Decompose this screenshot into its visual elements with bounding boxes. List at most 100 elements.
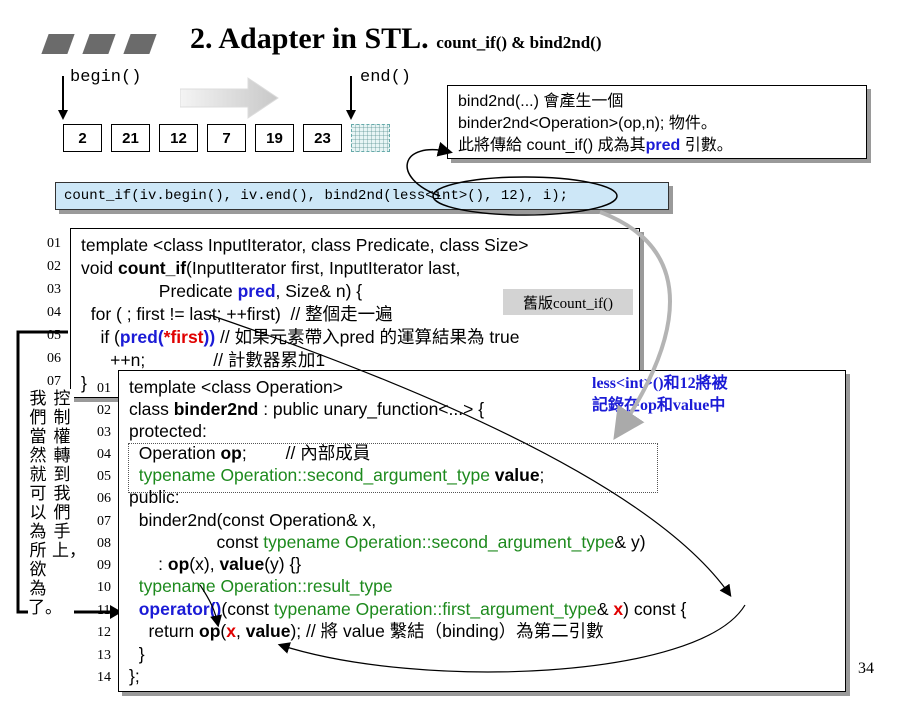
array-cell: 19 (255, 124, 294, 152)
code-token-type: typename Operation::first_argument_type (273, 599, 597, 619)
code-token: : public unary_function<...> { (258, 399, 485, 419)
code-token-function: count_if (117, 258, 187, 278)
code-token-paren: )) (203, 327, 216, 347)
binder-line-5: typename Operation::second_argument_type… (129, 464, 545, 487)
code-token: (InputIterator first, InputIterator last… (186, 258, 461, 278)
count-if-line-1: template <class InputIterator, class Pre… (81, 235, 529, 255)
code-token: class (129, 399, 174, 419)
side-note-line1: less<int>()和12將被 (592, 375, 728, 392)
old-version-tag: 舊版count_if() (503, 289, 633, 315)
member-highlight-box (128, 443, 658, 493)
line-number: 02 (97, 403, 111, 418)
code-token-type: typename Operation::second_argument_type (263, 532, 615, 552)
array-cell: 12 (159, 124, 198, 152)
note-line3-before: 此將傳給 count_if() 成為其 (458, 137, 646, 154)
code-token-type: typename Operation::second_argument_type (129, 465, 495, 485)
code-token: return (129, 621, 200, 641)
count-if-line-7: } (81, 373, 87, 393)
binder-line-11: operator()(const typename Operation::fir… (129, 598, 687, 621)
code-token: ) const { (623, 599, 687, 619)
slide-title-sub: count_if() & bind2nd() (436, 33, 602, 52)
begin-arrow-icon (58, 110, 68, 120)
code-token: void (81, 258, 118, 278)
note-line3-after: 引數。 (680, 137, 733, 154)
count-if-line-2: void count_if(InputIterator first, Input… (81, 257, 460, 280)
count-if-code-box: template <class InputIterator, class Pre… (70, 228, 640, 398)
code-token-value: value (494, 465, 540, 485)
slide-title-main: 2. Adapter in STL. (190, 22, 429, 55)
code-token: & y) (614, 532, 646, 552)
begin-arrow-line (62, 76, 64, 112)
code-token-operator: operator() (129, 599, 222, 619)
binder-line-14: }; (129, 666, 140, 686)
code-token-value: value (245, 621, 291, 641)
iteration-direction-arrow-icon (180, 77, 279, 119)
line-number: 08 (97, 536, 111, 551)
code-token-deref: *first (163, 327, 204, 347)
code-token: Predicate (81, 281, 238, 301)
binder-line-13: } (129, 644, 145, 664)
binder-line-1: template <class Operation> (129, 377, 344, 397)
code-token: if ( (81, 327, 120, 347)
binder-line-7: binder2nd(const Operation& x, (129, 510, 377, 530)
line-number: 02 (47, 259, 61, 274)
code-token-class: binder2nd (173, 399, 259, 419)
bind2nd-note-line3: 此將傳給 count_if() 成為其pred 引數。 (458, 135, 856, 157)
line-number: 01 (47, 236, 61, 251)
count-if-line-3: Predicate pred, Size& n) { (81, 280, 362, 303)
line-number: 05 (97, 469, 111, 484)
line-number: 07 (97, 514, 111, 529)
page-number: 34 (858, 660, 874, 677)
count-if-line-5: if (pred(*first)) // 如果元素帶入pred 的運算結果為 t… (81, 326, 520, 349)
code-token: const (129, 532, 264, 552)
code-token-value: value (219, 554, 265, 574)
bind2nd-note-line1: bind2nd(...) 會產生一個 (458, 93, 624, 110)
end-arrow-line (350, 76, 352, 112)
code-token-comment: // 如果元素帶入pred 的運算結果為 true (215, 327, 520, 347)
code-token-comment: ); // 將 value 繫結（binding）為第二引數 (290, 621, 604, 641)
end-label: end() (360, 68, 412, 87)
code-token: & (596, 599, 614, 619)
count-if-line-4: for ( ; first != last; ++first) // 整個走一遍 (81, 304, 393, 324)
binder-line-10: typename Operation::result_type (129, 576, 393, 596)
code-token: (x), (189, 554, 220, 574)
begin-label: begin() (70, 68, 142, 87)
binder2nd-code-box: template <class Operation> class binder2… (118, 370, 846, 692)
line-number: 10 (97, 580, 111, 595)
line-number: 03 (47, 282, 61, 297)
code-token: (y) {} (264, 554, 302, 574)
count-if-call-code: count_if(iv.begin(), iv.end(), bind2nd(l… (55, 182, 669, 210)
code-token: ; (539, 465, 545, 485)
line-number: 09 (97, 558, 111, 573)
array-cell: 21 (111, 124, 150, 152)
line-number: 04 (47, 305, 61, 320)
end-arrow-icon (346, 110, 356, 120)
line-number: 07 (47, 374, 61, 389)
line-number: 06 (47, 351, 61, 366)
bind2nd-note: bind2nd(...) 會產生一個 binder2nd<Operation>(… (447, 85, 867, 159)
code-token: , Size& n) { (275, 281, 363, 301)
line-number: 11 (97, 603, 111, 618)
code-token-arg-x: x (226, 621, 236, 641)
code-token: ( (220, 621, 227, 641)
array-end-cell (351, 124, 390, 152)
line-number: 12 (97, 625, 111, 640)
code-token-param-x: x (613, 599, 624, 619)
code-token-pred: pred (237, 281, 276, 301)
code-token: (const (221, 599, 274, 619)
binder-line-2: class binder2nd : public unary_function<… (129, 398, 484, 421)
code-token-pred-call: pred( (119, 327, 164, 347)
array-cell: 2 (63, 124, 102, 152)
line-number: 01 (97, 381, 111, 396)
count-if-line-6: ++n; // 計數器累加1 (81, 350, 326, 370)
code-token-op: op (167, 554, 190, 574)
line-number: 14 (97, 670, 111, 685)
line-number: 03 (97, 425, 111, 440)
binder-line-3: protected: (129, 421, 207, 441)
line-number: 13 (97, 648, 111, 663)
code-token: Operation (129, 443, 221, 463)
line-number: 06 (97, 491, 111, 506)
binder-line-8: const typename Operation::second_argumen… (129, 531, 646, 554)
binder-line-9: : op(x), value(y) {} (129, 553, 301, 576)
bind2nd-note-line2: binder2nd<Operation>(op,n); 物件。 (458, 115, 717, 132)
